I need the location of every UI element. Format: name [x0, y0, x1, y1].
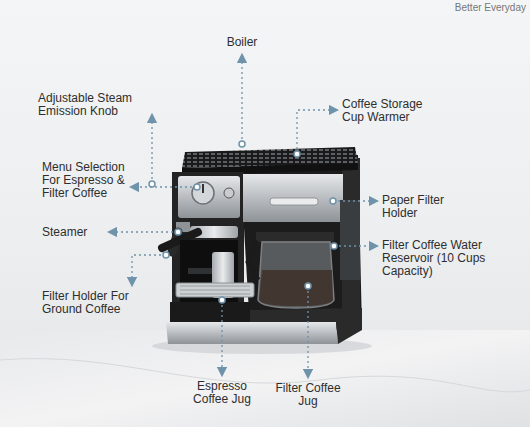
watermark: Better Everyday [440, 2, 526, 13]
part-label: Adjustable Steam Emission Knob [38, 92, 150, 118]
part-label: Filter Holder For Ground Coffee [42, 290, 154, 316]
part-label: Coffee Storage Cup Warmer [342, 98, 442, 124]
part-label: Paper Filter Holder [382, 194, 472, 220]
part-label: Steamer [42, 226, 106, 239]
part-label: Boiler [200, 36, 284, 49]
part-label: Filter Coffee Jug [266, 382, 350, 408]
part-label: Menu Selection For Espresso & Filter Cof… [42, 161, 134, 200]
part-label: Espresso Coffee Jug [180, 380, 264, 406]
part-label: Filter Coffee Water Reservoir (10 Cups C… [382, 239, 512, 278]
